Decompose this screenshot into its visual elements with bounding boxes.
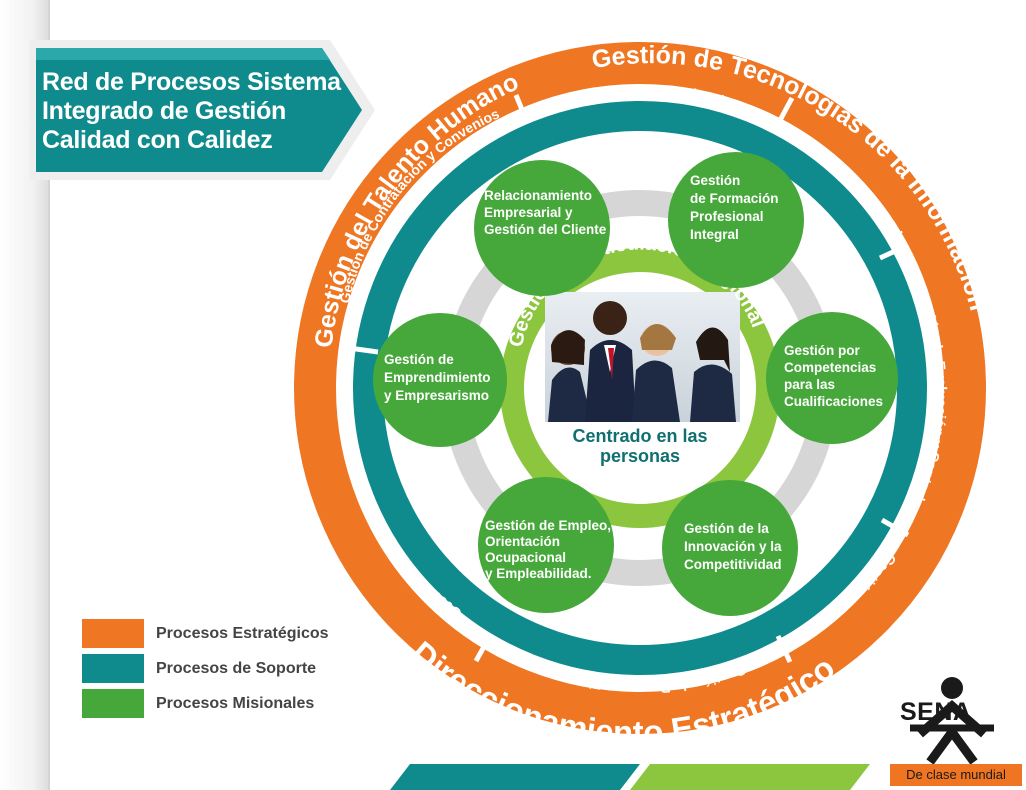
legend-swatch-orange bbox=[82, 619, 144, 648]
page-title: Red de Procesos Sistema Integrado de Ges… bbox=[42, 68, 362, 155]
legend: Procesos Estratégicos Procesos de Soport… bbox=[82, 616, 329, 721]
legend-label: Procesos Misionales bbox=[156, 694, 315, 712]
title-line-3: Calidad con Calidez bbox=[42, 126, 273, 154]
sena-logo-icon bbox=[910, 677, 994, 765]
svg-text:Gestión por Competencias: Gestión por Competencias para las Cualif… bbox=[784, 343, 883, 409]
circle-formacion: Gestión de Formación Profesional Integra… bbox=[668, 152, 804, 288]
center-label-line-2: personas bbox=[600, 446, 680, 466]
strategic-ring bbox=[294, 42, 986, 734]
svg-text:Relacionamiento Empresar: Relacionamiento Empresarial y Gestión de… bbox=[484, 188, 607, 237]
circle-competencias: Gestión por Competencias para las Cualif… bbox=[766, 312, 898, 444]
legend-label: Procesos de Soporte bbox=[156, 659, 317, 677]
svg-text:Gestión de Formación: Gestión de Formación Profesional Integra… bbox=[690, 173, 782, 242]
circle-emprendimiento: Gestión de Emprendimiento y Empresarismo bbox=[373, 313, 507, 447]
sena-wordmark: SENA bbox=[900, 698, 972, 726]
legend-item-soporte: Procesos de Soporte bbox=[82, 651, 329, 686]
circle-empleo: Gestión de Empleo, Orientación Ocupacion… bbox=[478, 477, 615, 613]
students-image bbox=[548, 301, 736, 422]
svg-text:Gestión de Emprendimient: Gestión de Emprendimiento y Empresarismo bbox=[384, 352, 494, 403]
svg-text:Gestión de Empleo, Orien: Gestión de Empleo, Orientación Ocupacion… bbox=[485, 518, 615, 581]
legend-label: Procesos Estratégicos bbox=[156, 624, 329, 642]
sena-tagline: De clase mundial bbox=[890, 764, 1022, 786]
title-line-2: Integrado de Gestión bbox=[42, 97, 287, 125]
center-label-line-1: Centrado en las bbox=[572, 426, 707, 446]
legend-item-misionales: Procesos Misionales bbox=[82, 686, 329, 721]
title-banner bbox=[30, 40, 375, 180]
sena-logo: SENA De clase mundial bbox=[890, 676, 1022, 786]
title-line-1: Red de Procesos Sistema bbox=[42, 68, 341, 96]
circle-relacionamiento: Relacionamiento Empresarial y Gestión de… bbox=[474, 160, 610, 296]
footer-stripes bbox=[390, 764, 870, 790]
legend-swatch-green bbox=[82, 689, 144, 718]
legend-swatch-teal bbox=[82, 654, 144, 683]
legend-item-estrategicos: Procesos Estratégicos bbox=[82, 616, 329, 651]
support-ring bbox=[353, 101, 927, 675]
svg-text:Gestión de la Innovación: Gestión de la Innovación y la Competitiv… bbox=[684, 521, 785, 572]
circle-innovacion: Gestión de la Innovación y la Competitiv… bbox=[662, 480, 798, 616]
